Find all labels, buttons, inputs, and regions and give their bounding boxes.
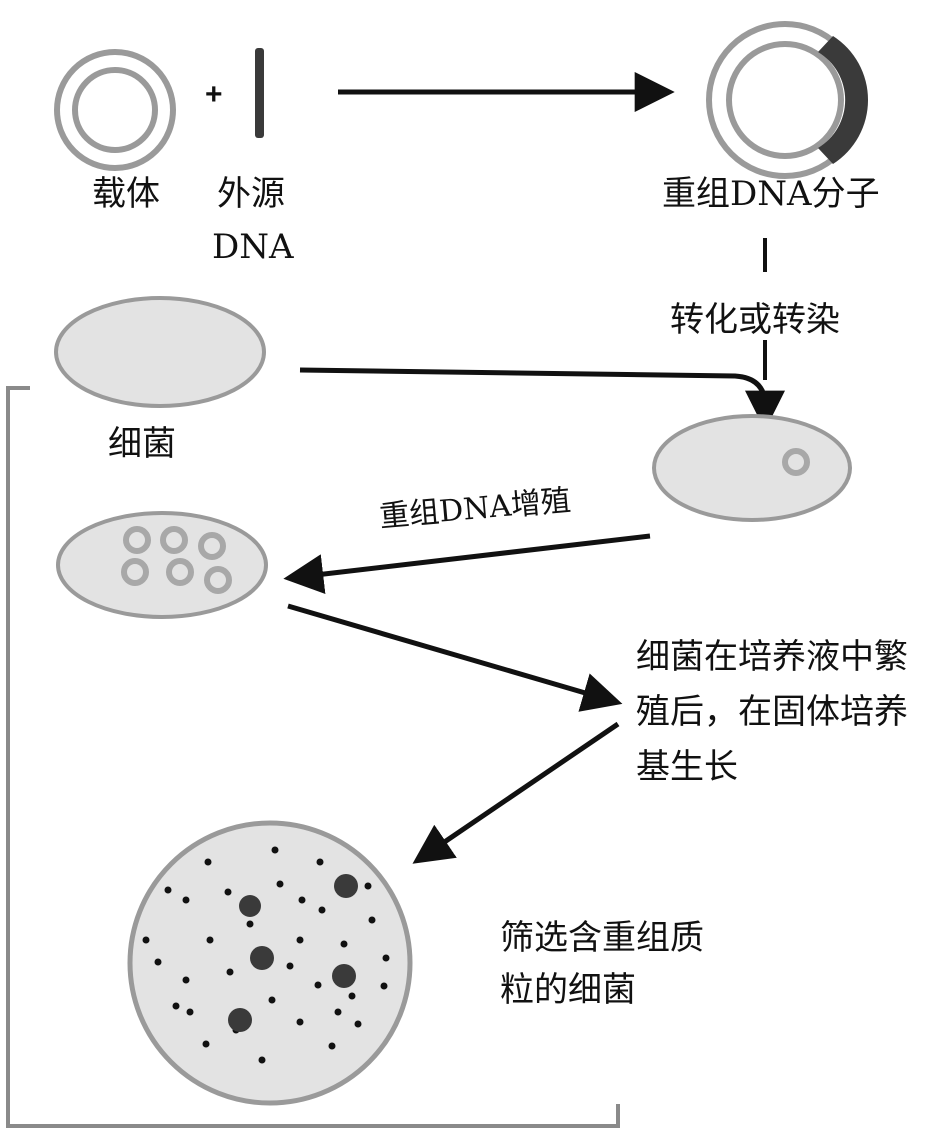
plasmid-copies bbox=[121, 526, 232, 594]
label-foreign-dna: DNA bbox=[212, 227, 294, 267]
amplified-cell bbox=[56, 511, 268, 619]
transformed-cell bbox=[652, 414, 852, 522]
petri-dish bbox=[127, 820, 413, 1106]
label-culture-growth: 细菌在培养液中繁殖后，在固体培养基生长 bbox=[636, 637, 908, 787]
label-recombinant-dna: 重组DNA分子 bbox=[662, 174, 880, 214]
foreign-dna-bar bbox=[255, 48, 264, 138]
plus-sign: + bbox=[205, 78, 223, 111]
label-bacteria: 细菌 bbox=[108, 424, 176, 464]
vector-plasmid bbox=[54, 49, 176, 171]
arrow-to-dish bbox=[412, 721, 620, 864]
arrow-to-culture bbox=[287, 603, 623, 712]
bracket-line bbox=[6, 386, 620, 1128]
dna-insert bbox=[818, 36, 869, 164]
label-vector: 载体 bbox=[92, 174, 160, 214]
recombinant-plasmid bbox=[706, 21, 869, 179]
arrow-amplify bbox=[283, 533, 651, 595]
arrow-transform bbox=[299, 367, 785, 431]
single-plasmid bbox=[782, 448, 810, 476]
label-foreign: 外源 bbox=[217, 174, 285, 214]
label-screening: 筛选含重组质粒的细菌 bbox=[500, 918, 704, 1010]
bacterium-cell bbox=[54, 296, 266, 408]
colonies-large bbox=[228, 874, 358, 1032]
colonies-small bbox=[142, 846, 390, 1064]
label-transformation: 转化或转染 bbox=[670, 300, 840, 340]
